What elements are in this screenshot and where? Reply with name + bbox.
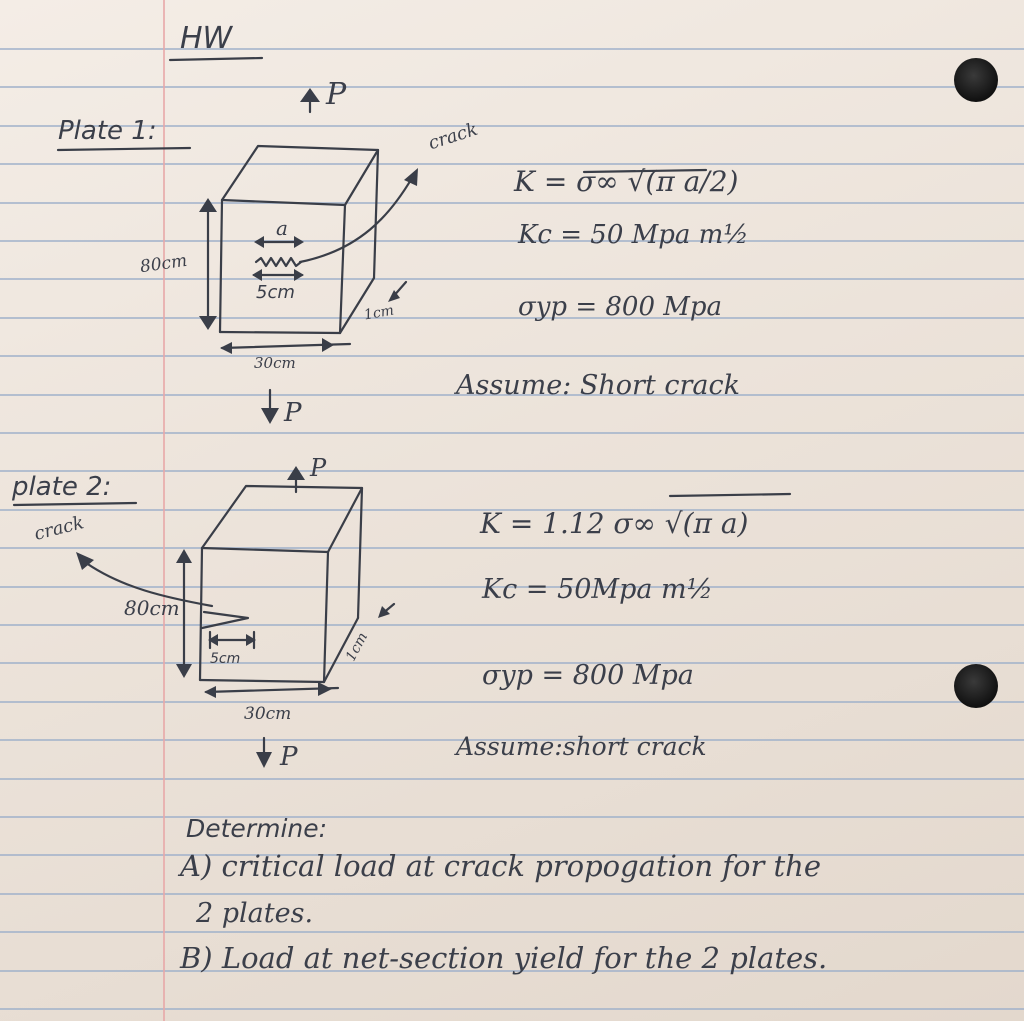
plate2-eq-kc: Kc = 50Mpa m½	[482, 574, 713, 605]
plate2-box	[198, 484, 364, 684]
ruled-line	[0, 86, 1024, 88]
plate1-assume: Assume: Short crack	[456, 370, 740, 401]
plate1-eq-syp: σyp = 800 Mpa	[518, 292, 723, 322]
ruled-line	[0, 470, 1024, 472]
ruled-line	[0, 586, 1024, 588]
ruled-line	[0, 739, 1024, 741]
plate2-crack-width: 5cm	[210, 651, 241, 667]
plate1-eq-k: K = σ∞ √(π a/2)	[514, 165, 739, 198]
ruled-line	[0, 1008, 1024, 1010]
ruled-line	[0, 854, 1024, 856]
plate1-crack-width: 5cm	[256, 282, 295, 303]
plate2-load-top: P	[310, 454, 327, 482]
ruled-line	[0, 893, 1024, 895]
plate2-width: 30cm	[244, 704, 292, 724]
margin-line	[163, 0, 165, 1021]
plate1-load-top: P	[326, 77, 347, 112]
ruled-line	[0, 317, 1024, 319]
plate2-eq-syp: σyp = 800 Mpa	[482, 660, 694, 691]
plate2-assume: Assume:short crack	[456, 732, 707, 761]
ruled-line	[0, 624, 1024, 626]
ruled-line	[0, 394, 1024, 396]
plate2-heading: plate 2:	[12, 472, 112, 502]
plate1-load-bottom: P	[284, 398, 302, 428]
ruled-line	[0, 509, 1024, 511]
ruled-line	[0, 278, 1024, 280]
plate1-box	[218, 144, 380, 335]
ruled-line	[0, 355, 1024, 357]
plate1-crack-a: a	[276, 216, 288, 240]
determine-a-line1: A) critical load at crack propogation fo…	[180, 849, 822, 883]
ruled-line	[0, 547, 1024, 549]
binder-hole	[954, 58, 998, 102]
plate2-height: 80cm	[124, 596, 180, 620]
determine-heading: Determine:	[186, 814, 328, 843]
ruled-line	[0, 432, 1024, 434]
ruled-line	[0, 125, 1024, 127]
plate1-eq-kc: Kc = 50 Mpa m½	[518, 220, 749, 250]
ruled-line	[0, 816, 1024, 818]
ruled-line	[0, 662, 1024, 664]
page-title: HW	[180, 21, 233, 56]
ruled-line	[0, 202, 1024, 204]
determine-a-line2: 2 plates.	[196, 898, 314, 929]
determine-b-line: B) Load at net-section yield for the 2 p…	[180, 941, 828, 975]
ruled-line	[0, 970, 1024, 972]
plate2-eq-k: K = 1.12 σ∞ √(π a)	[480, 507, 749, 540]
ruled-line	[0, 701, 1024, 703]
binder-hole	[954, 664, 998, 708]
plate1-width: 30cm	[254, 354, 296, 372]
ruled-line	[0, 48, 1024, 50]
plate1-heading: Plate 1:	[58, 116, 157, 146]
ruled-line	[0, 778, 1024, 780]
plate2-load-bottom: P	[280, 742, 298, 772]
ruled-line	[0, 931, 1024, 933]
ruled-line	[0, 163, 1024, 165]
ruled-line	[0, 240, 1024, 242]
